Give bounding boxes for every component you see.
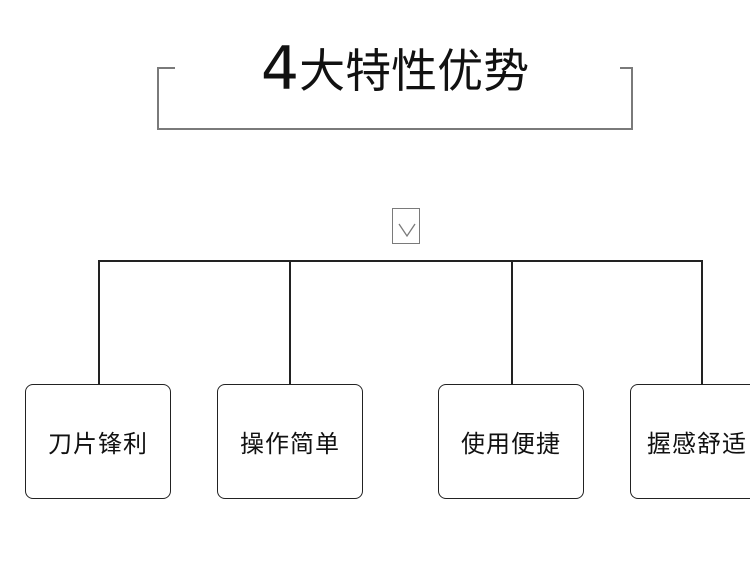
title-label: 大特性优势 <box>299 44 530 98</box>
title-number: 4 <box>260 34 300 104</box>
title-bracket-frame <box>157 67 633 130</box>
feature-card-comfortable-grip: 握感舒适 <box>630 384 750 499</box>
feature-label: 握感舒适 <box>647 430 747 458</box>
page-title: 4大特性优势 <box>157 39 633 101</box>
feature-card-convenient-use: 使用便捷 <box>438 384 584 499</box>
expand-toggle <box>392 208 420 244</box>
feature-label: 操作简单 <box>240 430 340 458</box>
feature-card-sharp-blade: 刀片锋利 <box>25 384 171 499</box>
feature-label: 刀片锋利 <box>48 430 148 458</box>
chevron-down-icon <box>398 223 416 238</box>
feature-card-easy-operation: 操作简单 <box>217 384 363 499</box>
title-frame: 4大特性优势 <box>157 39 633 130</box>
feature-label: 使用便捷 <box>461 430 561 458</box>
